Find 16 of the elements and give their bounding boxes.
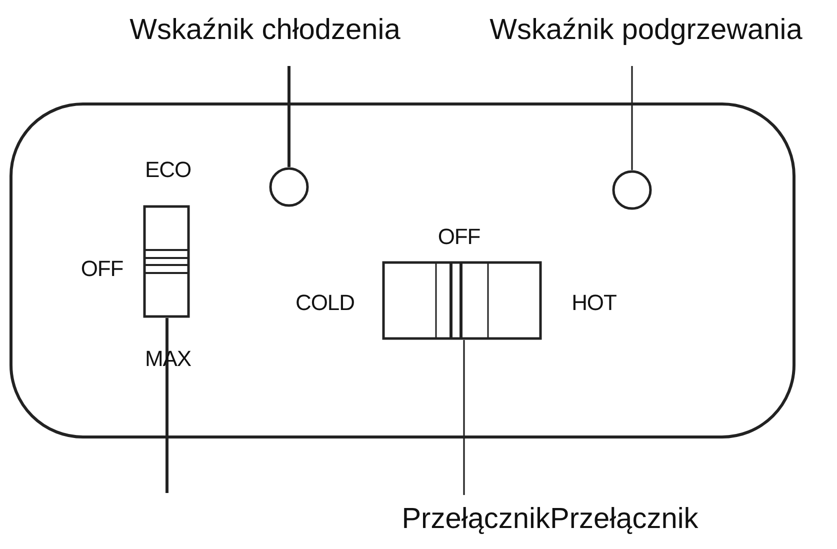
callout-text: Wskaźnik chłodzenia xyxy=(100,8,430,52)
position-label: COLD xyxy=(294,289,356,317)
leader-line xyxy=(463,340,465,495)
position-label: OFF xyxy=(80,255,124,283)
rocker-switch xyxy=(382,261,542,340)
position-label: OFF xyxy=(436,223,482,251)
callout-text: PrzełącznikPrzełącznik xyxy=(372,495,728,543)
leader-line xyxy=(288,66,290,167)
indicator-light xyxy=(269,167,309,207)
callout-text: Wskaźnik podgrzewania xyxy=(458,8,834,52)
slide-switch xyxy=(143,205,190,318)
position-label: HOT xyxy=(570,289,618,317)
indicator-light xyxy=(612,170,652,210)
leader-line xyxy=(631,66,633,170)
position-label: ECO xyxy=(144,156,192,184)
leader-line xyxy=(166,318,168,493)
